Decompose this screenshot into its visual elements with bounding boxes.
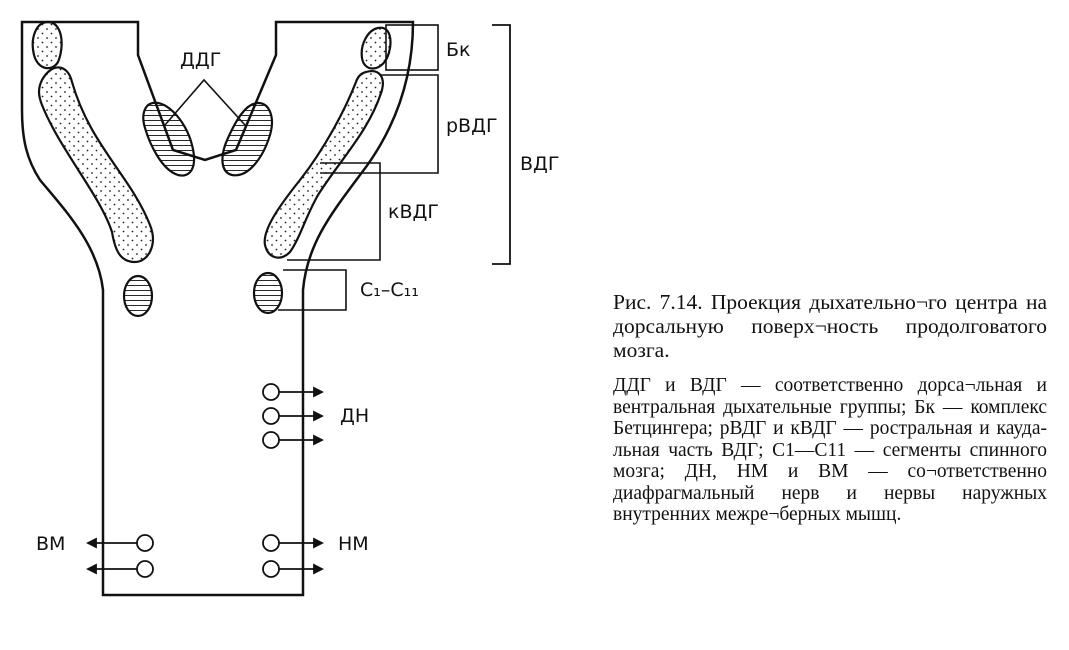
left-c1-group	[122, 274, 154, 318]
dn-motoneurons	[262, 383, 325, 449]
left-drg-group	[142, 101, 196, 177]
medulla-outline	[20, 20, 415, 597]
ddg-pointer	[164, 78, 246, 126]
right-drg-group	[221, 101, 274, 177]
bk-box	[385, 24, 439, 71]
nm-motoneurons	[262, 534, 325, 578]
right-vrg-column	[263, 70, 384, 259]
label-ddg: ДДГ	[180, 49, 221, 71]
vm-motoneurons	[85, 534, 154, 578]
respiratory-center-diagram: ДДГ Бк рВДГ кВДГ ВДГ C₁–C₁₁ ДН ВМ НМ	[20, 20, 559, 597]
label-dn: ДН	[340, 405, 369, 427]
label-c-range: C₁–C₁₁	[360, 279, 419, 301]
left-vrg-column	[37, 66, 154, 264]
label-kvdg: кВДГ	[388, 201, 439, 223]
label-nm: НМ	[338, 533, 369, 555]
rvdg-box	[320, 74, 439, 174]
label-vdg: ВДГ	[520, 153, 559, 175]
label-vm: ВМ	[36, 533, 65, 555]
label-rvdg: рВДГ	[446, 115, 498, 137]
caption-title: Рис. 7.14. Проекция дыхательно¬го центра…	[613, 290, 1047, 362]
caption-body: ДДГ и ВДГ — соответственно дорса¬льная и…	[613, 375, 1047, 525]
label-bk: Бк	[446, 39, 471, 61]
figure-caption: Рис. 7.14. Проекция дыхательно¬го центра…	[613, 290, 1047, 526]
left-rostral-group	[31, 20, 63, 70]
right-c1-group	[252, 271, 284, 315]
c-range-box	[278, 269, 347, 311]
vdg-bracket	[492, 24, 511, 265]
right-rostral-group	[360, 26, 392, 70]
kvdg-box	[287, 162, 381, 261]
